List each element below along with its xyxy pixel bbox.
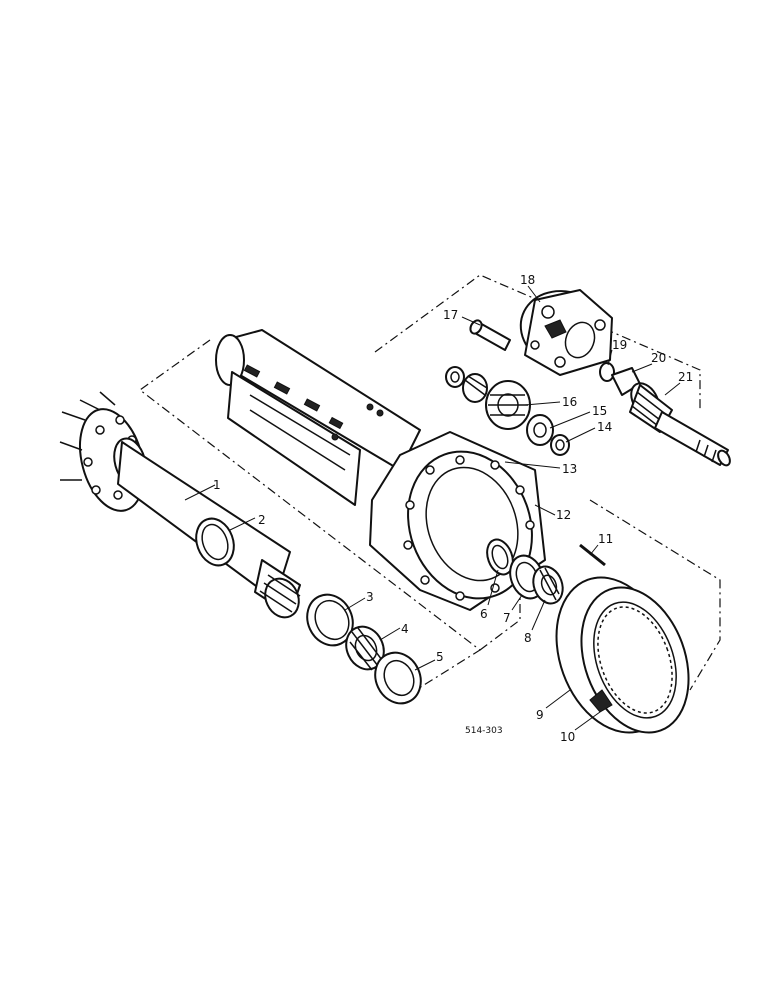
callout-10: 10 bbox=[560, 730, 575, 744]
bearing-cup bbox=[306, 593, 354, 647]
callout-14: 14 bbox=[597, 420, 612, 434]
wheel-studs bbox=[59, 391, 116, 481]
callout-5: 5 bbox=[436, 650, 444, 664]
callout-11: 11 bbox=[598, 532, 613, 546]
inner-seal bbox=[486, 538, 514, 576]
callout-13: 13 bbox=[562, 462, 577, 476]
callout-4: 4 bbox=[401, 622, 409, 636]
callout-16: 16 bbox=[562, 395, 577, 409]
callout-17: 17 bbox=[443, 308, 458, 322]
bearing-cone bbox=[345, 625, 385, 671]
planet-gear-set bbox=[445, 366, 570, 456]
callout-7: 7 bbox=[503, 611, 511, 625]
callout-1: 1 bbox=[213, 478, 221, 492]
callout-6: 6 bbox=[480, 607, 488, 621]
callout-19: 19 bbox=[612, 338, 627, 352]
callout-21: 21 bbox=[678, 370, 693, 384]
callout-18: 18 bbox=[520, 273, 535, 287]
callout-3: 3 bbox=[366, 590, 374, 604]
inner-bearing-cone bbox=[532, 565, 564, 605]
planet-carrier bbox=[519, 289, 613, 376]
planet-shaft bbox=[469, 319, 511, 351]
callout-labels: 1 2 3 4 5 6 7 8 9 10 11 12 13 14 15 16 1… bbox=[213, 273, 693, 744]
callout-9: 9 bbox=[536, 708, 544, 722]
thrust-washer bbox=[599, 362, 615, 382]
oil-seal bbox=[195, 517, 235, 567]
callout-2: 2 bbox=[258, 513, 266, 527]
axle-housing bbox=[215, 329, 421, 506]
callout-20: 20 bbox=[651, 351, 666, 365]
callout-15: 15 bbox=[592, 404, 607, 418]
figure-reference: 514-303 bbox=[465, 726, 503, 736]
sun-gear-shaft bbox=[629, 382, 731, 467]
dowel-pin bbox=[579, 543, 606, 567]
leader-lines bbox=[184, 285, 681, 731]
callout-12: 12 bbox=[556, 508, 571, 522]
callout-8: 8 bbox=[524, 631, 532, 645]
ring-gear bbox=[555, 576, 690, 734]
flange-bolt-holes bbox=[403, 455, 535, 601]
